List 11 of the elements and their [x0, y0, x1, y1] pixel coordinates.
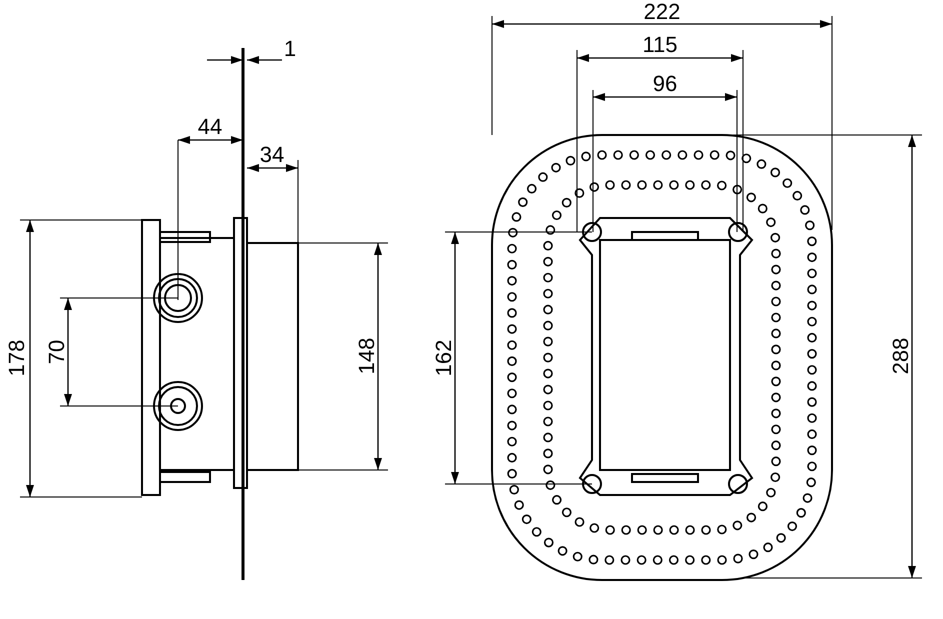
dimension-label: 70 [44, 340, 69, 364]
dimension-label: 96 [652, 71, 678, 96]
dimension-label: 178 [4, 340, 29, 376]
dimension-label: 222 [644, 0, 680, 24]
dimension-label: 44 [198, 114, 222, 139]
dimension-label: 288 [888, 338, 913, 374]
dimension-label: 1 [284, 36, 296, 61]
dimension-label: 162 [431, 340, 456, 376]
dimension-label: 115 [642, 32, 678, 57]
dimension-label: 148 [354, 338, 379, 374]
dimension-label: 34 [260, 142, 284, 167]
